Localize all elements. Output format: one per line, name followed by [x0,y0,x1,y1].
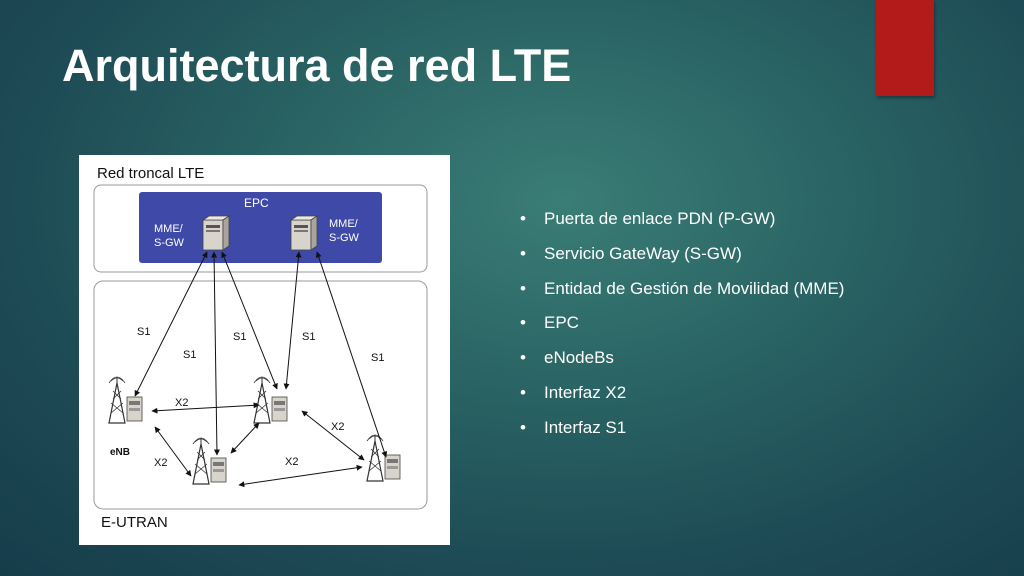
mme-right-line2: S-GW [329,232,360,244]
s1-link-4 [283,251,302,390]
bullet-item: •EPC [520,313,579,333]
s1-label-1: S1 [137,326,150,338]
x2-link-3 [230,422,260,454]
x2-link-5 [238,464,363,488]
bullet-item: •Interfaz S1 [520,417,627,437]
eutran-label: E-UTRAN [101,514,168,531]
mme-left-server-icon [202,215,230,251]
eutran-box [93,280,428,510]
bullet-text: Puerta de enlace PDN (P-GW) [544,209,776,228]
bullet-text: Interfaz S1 [544,417,627,437]
epc-label: EPC [244,196,269,210]
x2-link-2 [154,426,192,477]
enb-label: eNB [110,447,130,458]
s1-link-3 [221,251,278,390]
s1-link-1 [134,251,208,397]
bullet-item: •Interfaz X2 [520,382,627,402]
s1-label-4: S1 [302,331,315,343]
s1-link-5 [315,251,388,458]
x2-label-1: X2 [175,397,188,409]
core-network-label: Red troncal LTE [97,165,204,182]
x2-label-4: X2 [285,456,298,468]
x2-label-2: X2 [154,457,167,469]
bullet-text: Interfaz X2 [544,382,627,402]
lte-architecture-diagram: Red troncal LTE EPC MME/ S-GW MME/ S-GW … [79,155,450,545]
s1-label-3: S1 [233,331,246,343]
s1-label-5: S1 [371,352,384,364]
x2-label-3: X2 [331,421,344,433]
bullet-list: •Puerta de enlace PDN (P-GW) •Servicio G… [520,205,844,449]
mme-right-server-icon [290,215,318,251]
mme-left-line1: MME/ [154,223,184,235]
mme-left-line2: S-GW [154,237,185,249]
bullet-text: EPC [544,313,579,333]
bullet-text: eNodeBs [544,348,614,368]
accent-bar [876,0,934,96]
bullet-text: Entidad de Gestión de Movilidad (MME) [544,278,845,298]
x2-link-1 [151,402,260,414]
slide-title: Arquitectura de red LTE [62,40,572,91]
bullet-item: •Servicio GateWay (S-GW) [520,243,742,263]
epc-box [139,192,382,263]
bullet-text: Servicio GateWay (S-GW) [544,243,742,263]
mme-right-line1: MME/ [329,218,359,230]
bullet-item: •Entidad de Gestión de Movilidad (MME) [520,278,845,298]
s1-link-2 [211,251,220,456]
bullet-item: •Puerta de enlace PDN (P-GW) [520,209,776,228]
bullet-item: •eNodeBs [520,348,614,368]
x2-link-4 [301,410,365,461]
s1-label-2: S1 [183,349,196,361]
